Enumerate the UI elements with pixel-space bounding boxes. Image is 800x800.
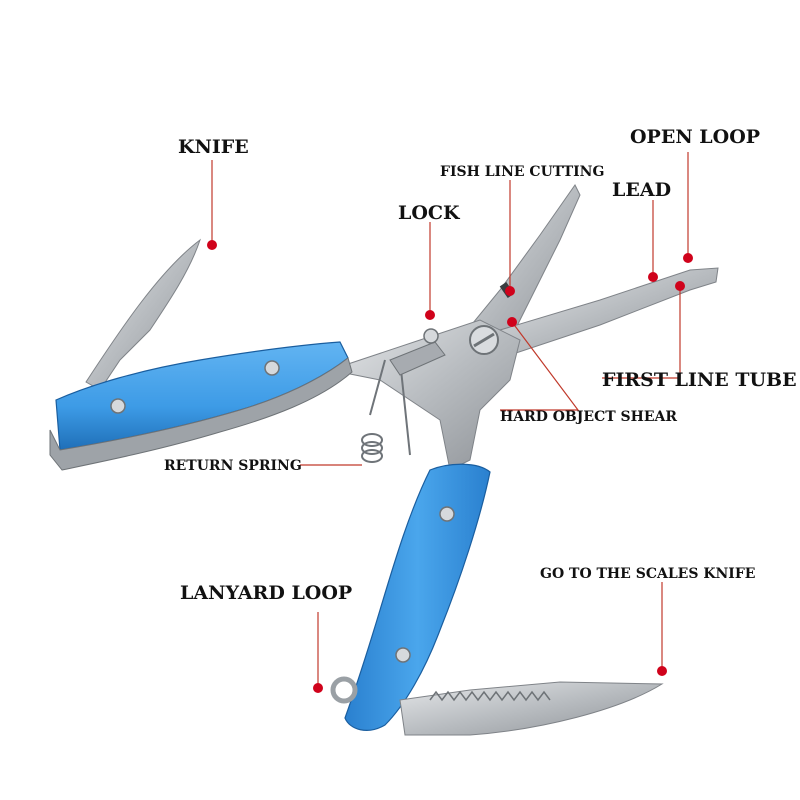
lower-jaw (499, 267, 719, 356)
pointer-dots (207, 240, 693, 693)
pointer-scales-knife (657, 666, 667, 676)
pliers-illustration (49, 184, 719, 736)
leader-first-line-tube (602, 286, 681, 379)
label-lock: LOCK (398, 202, 461, 224)
pivot-body (328, 319, 521, 471)
lock-lever (389, 341, 446, 376)
label-go-to-the-scales-knife: GO TO THE SCALES KNIFE (540, 566, 755, 582)
label-hard-object-shear: HARD OBJECT SHEAR (500, 409, 677, 425)
pointer-lock (425, 310, 435, 320)
pointer-lanyard-loop (313, 683, 323, 693)
leader-lines (211, 152, 689, 688)
label-knife: KNIFE (178, 136, 249, 158)
screw-icon (423, 328, 439, 344)
scale-knife-serration (429, 690, 551, 702)
lower-handle (344, 463, 491, 731)
return-spring (361, 359, 411, 463)
labels: KNIFE OPEN LOOP FISH LINE CUTTING LEAD L… (164, 126, 797, 604)
label-open-loop: OPEN LOOP (630, 126, 760, 148)
pointer-first-line-tube (675, 281, 685, 291)
pointer-knife (207, 240, 217, 250)
upper-handle-edge (49, 357, 353, 471)
handle-screw-icon (395, 647, 411, 663)
label-fish-line-cutting: FISH LINE CUTTING (440, 164, 604, 180)
pointer-open-loop (683, 253, 693, 263)
pointer-hard-object-shear (507, 317, 517, 327)
handle-screw-icon (110, 398, 126, 414)
leader-hard-object-shear (500, 321, 580, 411)
handle-screw-icon (264, 360, 280, 376)
label-first-line-tube: FIRST LINE TUBE (602, 369, 797, 391)
pointer-fish-line-cutting (505, 286, 515, 296)
lanyard-ring (330, 676, 358, 704)
label-return-spring: RETURN SPRING (164, 458, 302, 474)
upper-knife-blade (85, 238, 201, 391)
scale-knife-blade (399, 681, 664, 736)
pointer-lead (648, 272, 658, 282)
label-lanyard-loop: LANYARD LOOP (180, 582, 352, 604)
handle-screw-icon (439, 506, 455, 522)
label-lead: LEAD (612, 179, 671, 201)
pivot-screw-slot (473, 332, 495, 348)
